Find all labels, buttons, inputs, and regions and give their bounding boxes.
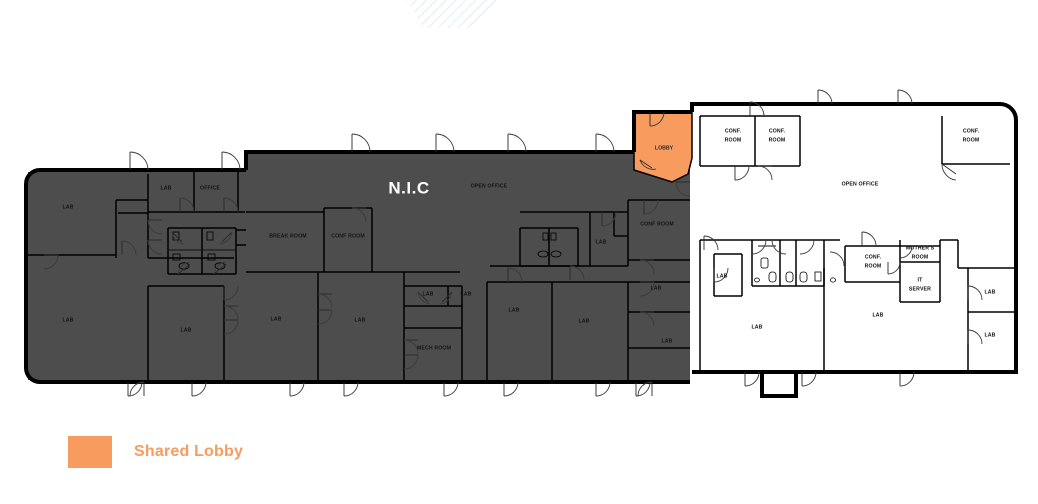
room-label-conf-r3-line1: CONF. [963, 128, 980, 134]
room-label-open-office-right: OPEN OFFICE [842, 181, 879, 187]
room-label-lab-l4: LAB [180, 327, 191, 333]
lobby-label: LOBBY [655, 145, 674, 151]
watermark-hatch [406, 0, 500, 28]
room-label-lab-c8: LAB [650, 285, 661, 291]
room-label-lab-c7: LAB [595, 239, 606, 245]
room-label-lab-r2: LAB [751, 324, 762, 330]
nic-main-label: N.I.C [388, 178, 429, 197]
room-label-lab-r4: LAB [984, 289, 995, 295]
room-label-itserver-line1: IT [918, 277, 924, 283]
room-label-lab-c5: LAB [508, 307, 519, 313]
room-label-itserver-line2: SERVER [909, 286, 931, 292]
room-label-conf-r2-line2: ROOM [769, 137, 786, 143]
room-label-lab-l1: LAB [62, 204, 73, 210]
left-wing-interior-walls [26, 172, 690, 382]
room-label-lab-r1: LAB [716, 273, 727, 279]
room-labels: N.I.C LAB LAB LAB OFFICE LAB BREAK ROOM … [62, 128, 995, 351]
room-label-conf-r1-line2: ROOM [725, 137, 742, 143]
nic-outline [26, 112, 690, 382]
room-label-conf-r3-line2: ROOM [963, 137, 980, 143]
right-wing-area [690, 104, 1016, 372]
room-label-mech1: MECH ROOM [417, 345, 451, 351]
room-label-conf-c2: CONF ROOM [640, 221, 674, 227]
room-label-lab-c9: LAB [661, 338, 672, 344]
room-label-break1: BREAK ROOM [269, 233, 307, 239]
room-label-mothers-line1: MOTHER'S [906, 245, 935, 251]
room-label-open-office-left: OPEN OFFICE [471, 183, 508, 189]
room-label-mothers-line2: ROOM [912, 254, 929, 260]
room-label-lab-c4: LAB [460, 291, 471, 297]
exterior-walls [24, 102, 1018, 398]
room-label-office1: OFFICE [200, 185, 220, 191]
room-label-conf-c1: CONF ROOM [331, 233, 365, 239]
room-label-lab-r3: LAB [872, 312, 883, 318]
legend-label-shared-lobby: Shared Lobby [134, 443, 244, 460]
door-symbols [43, 89, 983, 397]
room-label-lab-r5: LAB [984, 332, 995, 338]
room-label-conf-r4-line1: CONF. [865, 254, 882, 260]
room-label-conf-r4-line2: ROOM [865, 263, 882, 269]
room-label-lab-l2: LAB [62, 317, 73, 323]
room-label-conf-r2-line1: CONF. [769, 128, 786, 134]
room-label-conf-r1-line1: CONF. [725, 128, 742, 134]
room-label-lab-c6: LAB [578, 318, 589, 324]
shared-lobby-room[interactable]: LOBBY [633, 111, 693, 183]
room-label-lab-l3: LAB [160, 185, 171, 191]
legend-swatch-shared-lobby [68, 436, 112, 468]
room-label-lab-c3: LAB [422, 291, 433, 297]
room-label-lab-c2: LAB [354, 317, 365, 323]
legend: Shared Lobby [68, 436, 243, 468]
room-label-lab-c1: LAB [270, 316, 281, 322]
